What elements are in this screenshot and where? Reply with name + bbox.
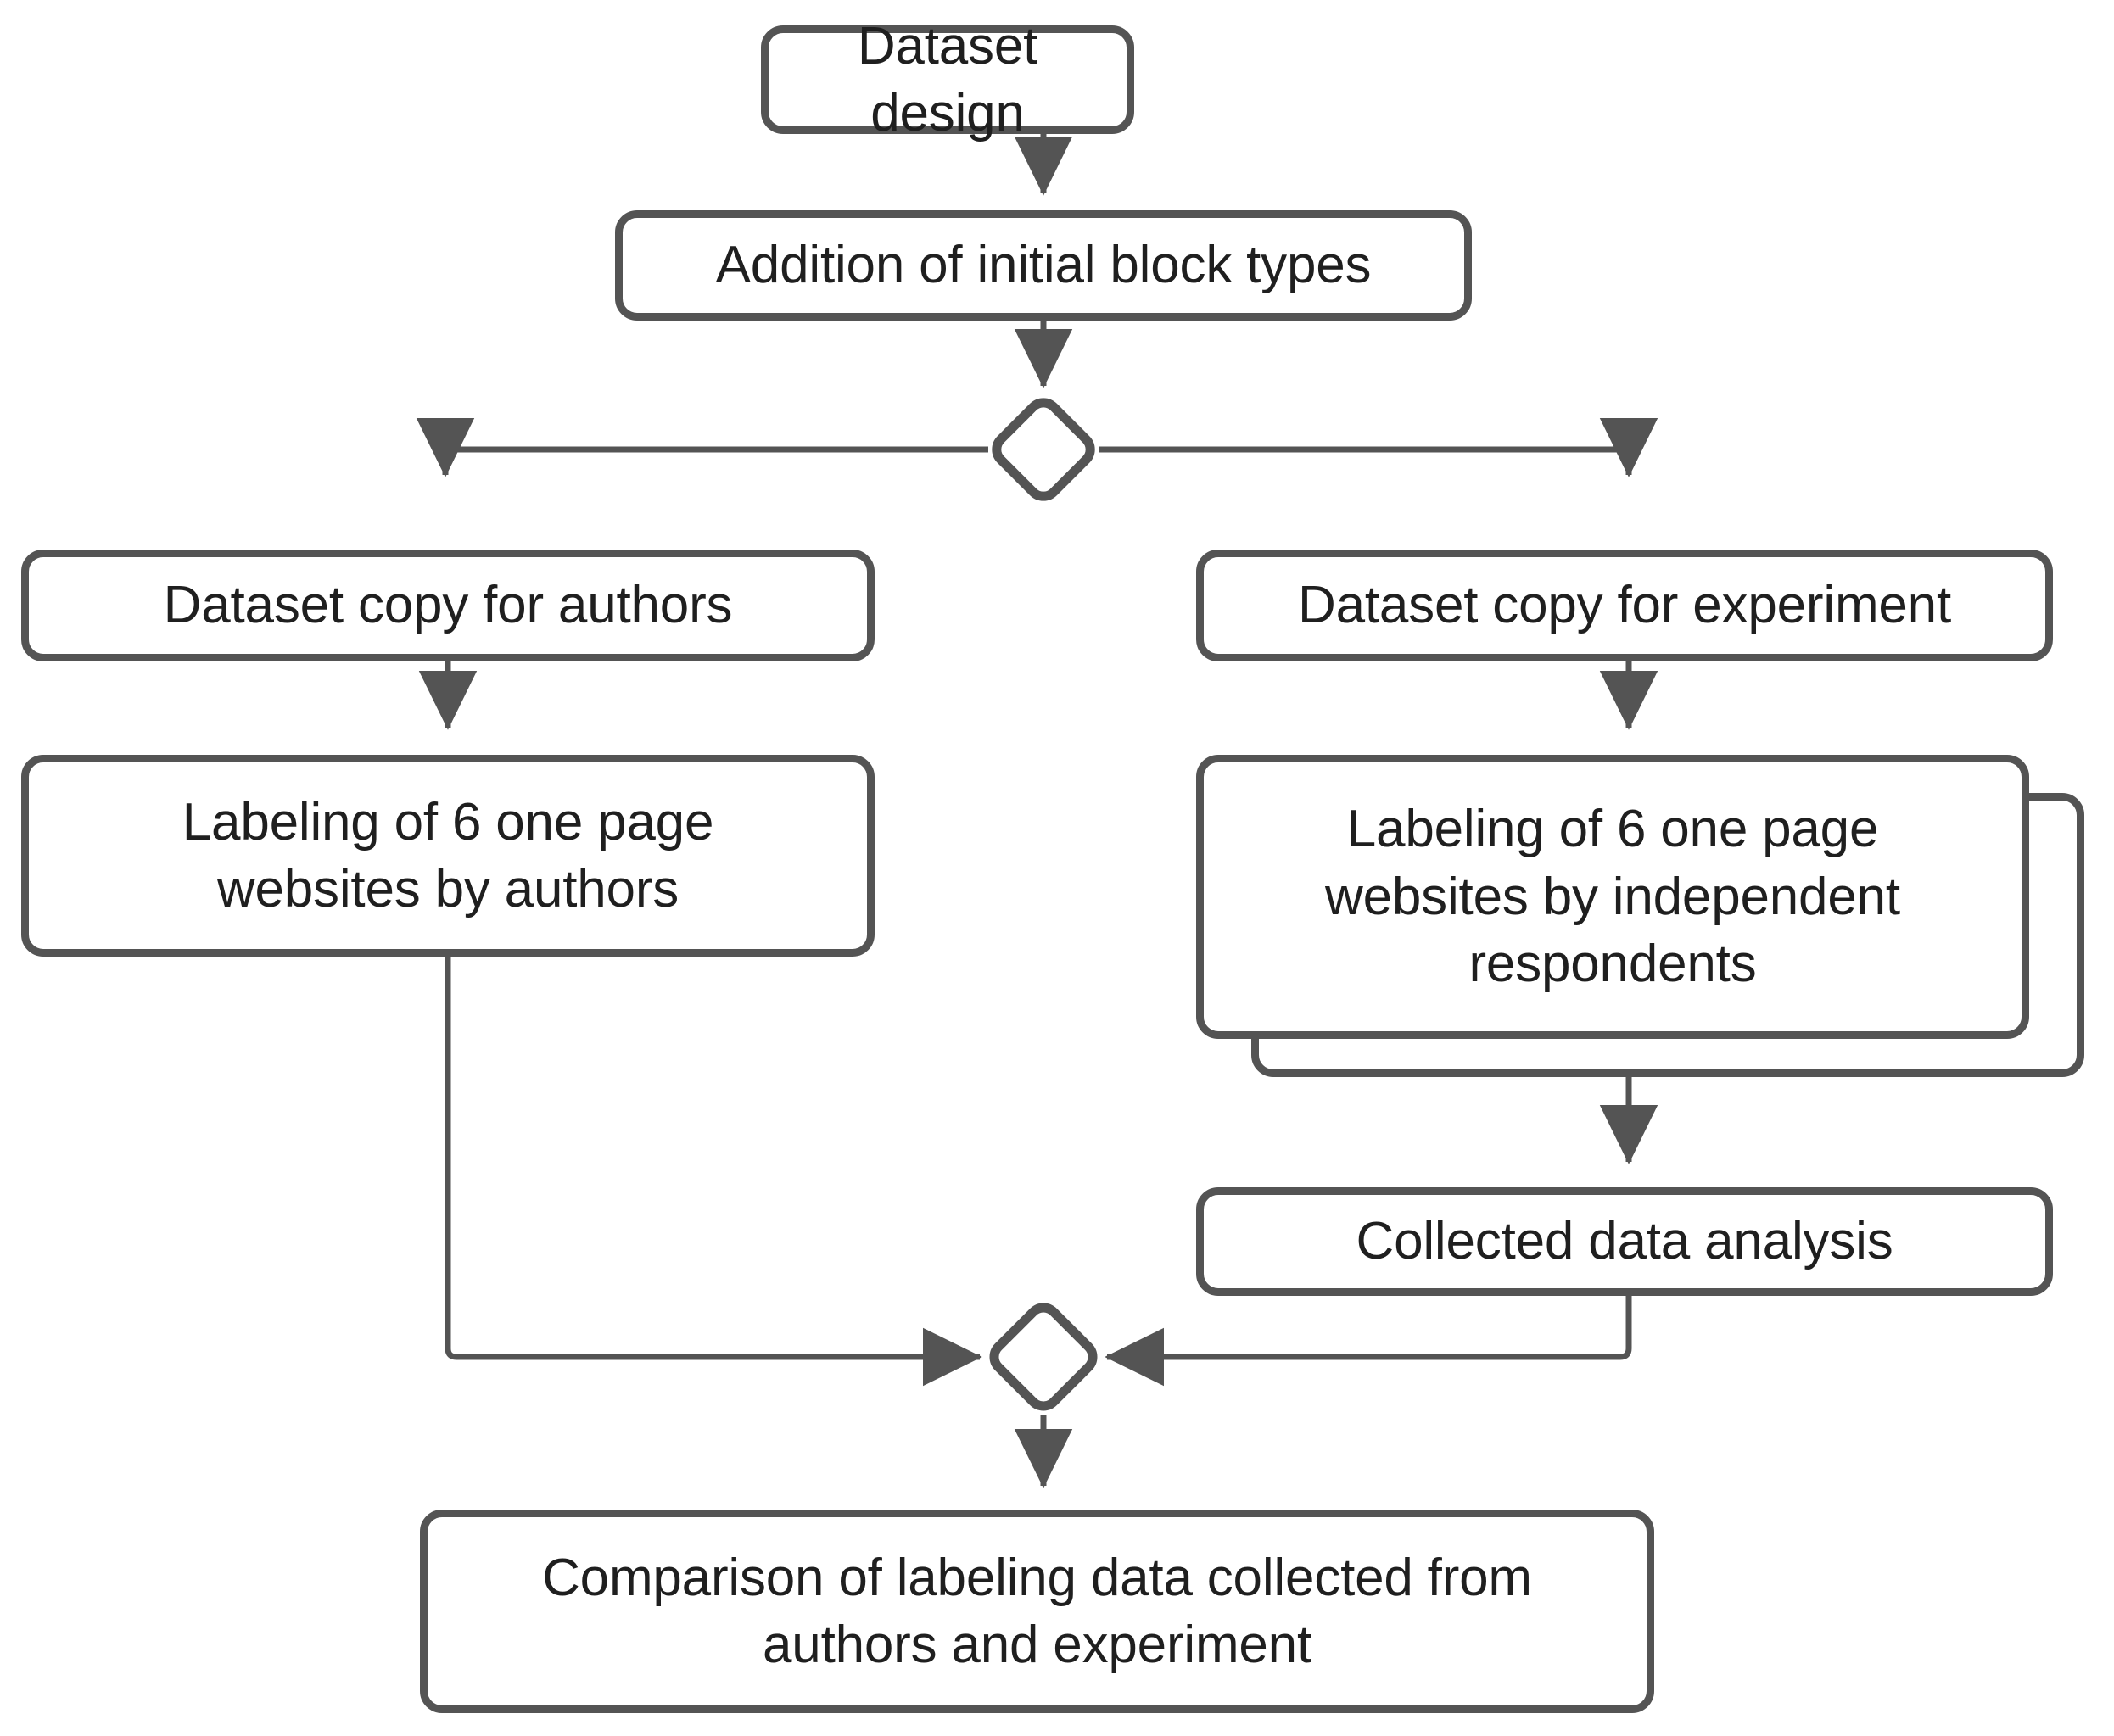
node-labeling-by-respondents-line2: websites by independent	[1325, 867, 1900, 926]
node-comparison-of-labeling-data[interactable]: Comparison of labeling data collected fr…	[420, 1510, 1654, 1713]
node-labeling-by-respondents[interactable]: Labeling of 6 one page websites by indep…	[1196, 755, 2029, 1039]
edge-fork-to-copy-experiment	[1099, 417, 1658, 477]
edge-labeling-authors-to-merge	[445, 957, 982, 1387]
node-dataset-copy-for-authors[interactable]: Dataset copy for authors	[21, 550, 875, 661]
edge-analysis-to-merge	[1105, 1296, 1632, 1387]
node-labeling-by-authors[interactable]: Labeling of 6 one page websites by autho…	[21, 755, 875, 957]
node-comparison-line2: authors and experiment	[763, 1616, 1311, 1674]
node-labeling-by-authors-line2: websites by authors	[216, 860, 680, 918]
node-dataset-copy-for-experiment-label: Dataset copy for experiment	[1298, 576, 1951, 635]
node-addition-initial-block-types-label: Addition of initial block types	[715, 236, 1372, 295]
node-collected-data-analysis-label: Collected data analysis	[1356, 1212, 1893, 1271]
node-dataset-copy-for-authors-label: Dataset copy for authors	[163, 576, 733, 635]
node-labeling-by-authors-line1: Labeling of 6 one page	[182, 792, 714, 851]
node-dataset-design-label: Dataset design	[857, 16, 1038, 142]
node-labeling-by-respondents-line1: Labeling of 6 one page	[1346, 800, 1879, 859]
edge-fork-to-copy-authors	[416, 417, 988, 477]
fork-decision-diamond	[992, 398, 1095, 501]
node-dataset-copy-for-experiment[interactable]: Dataset copy for experiment	[1196, 550, 2053, 661]
node-collected-data-analysis[interactable]: Collected data analysis	[1196, 1187, 2053, 1296]
node-comparison-line1: Comparison of labeling data collected fr…	[542, 1548, 1532, 1607]
merge-decision-diamond	[989, 1303, 1098, 1411]
node-addition-initial-block-types[interactable]: Addition of initial block types	[615, 210, 1472, 321]
node-dataset-design[interactable]: Dataset design	[761, 17, 1134, 142]
node-labeling-by-respondents-line3: respondents	[1468, 935, 1757, 994]
